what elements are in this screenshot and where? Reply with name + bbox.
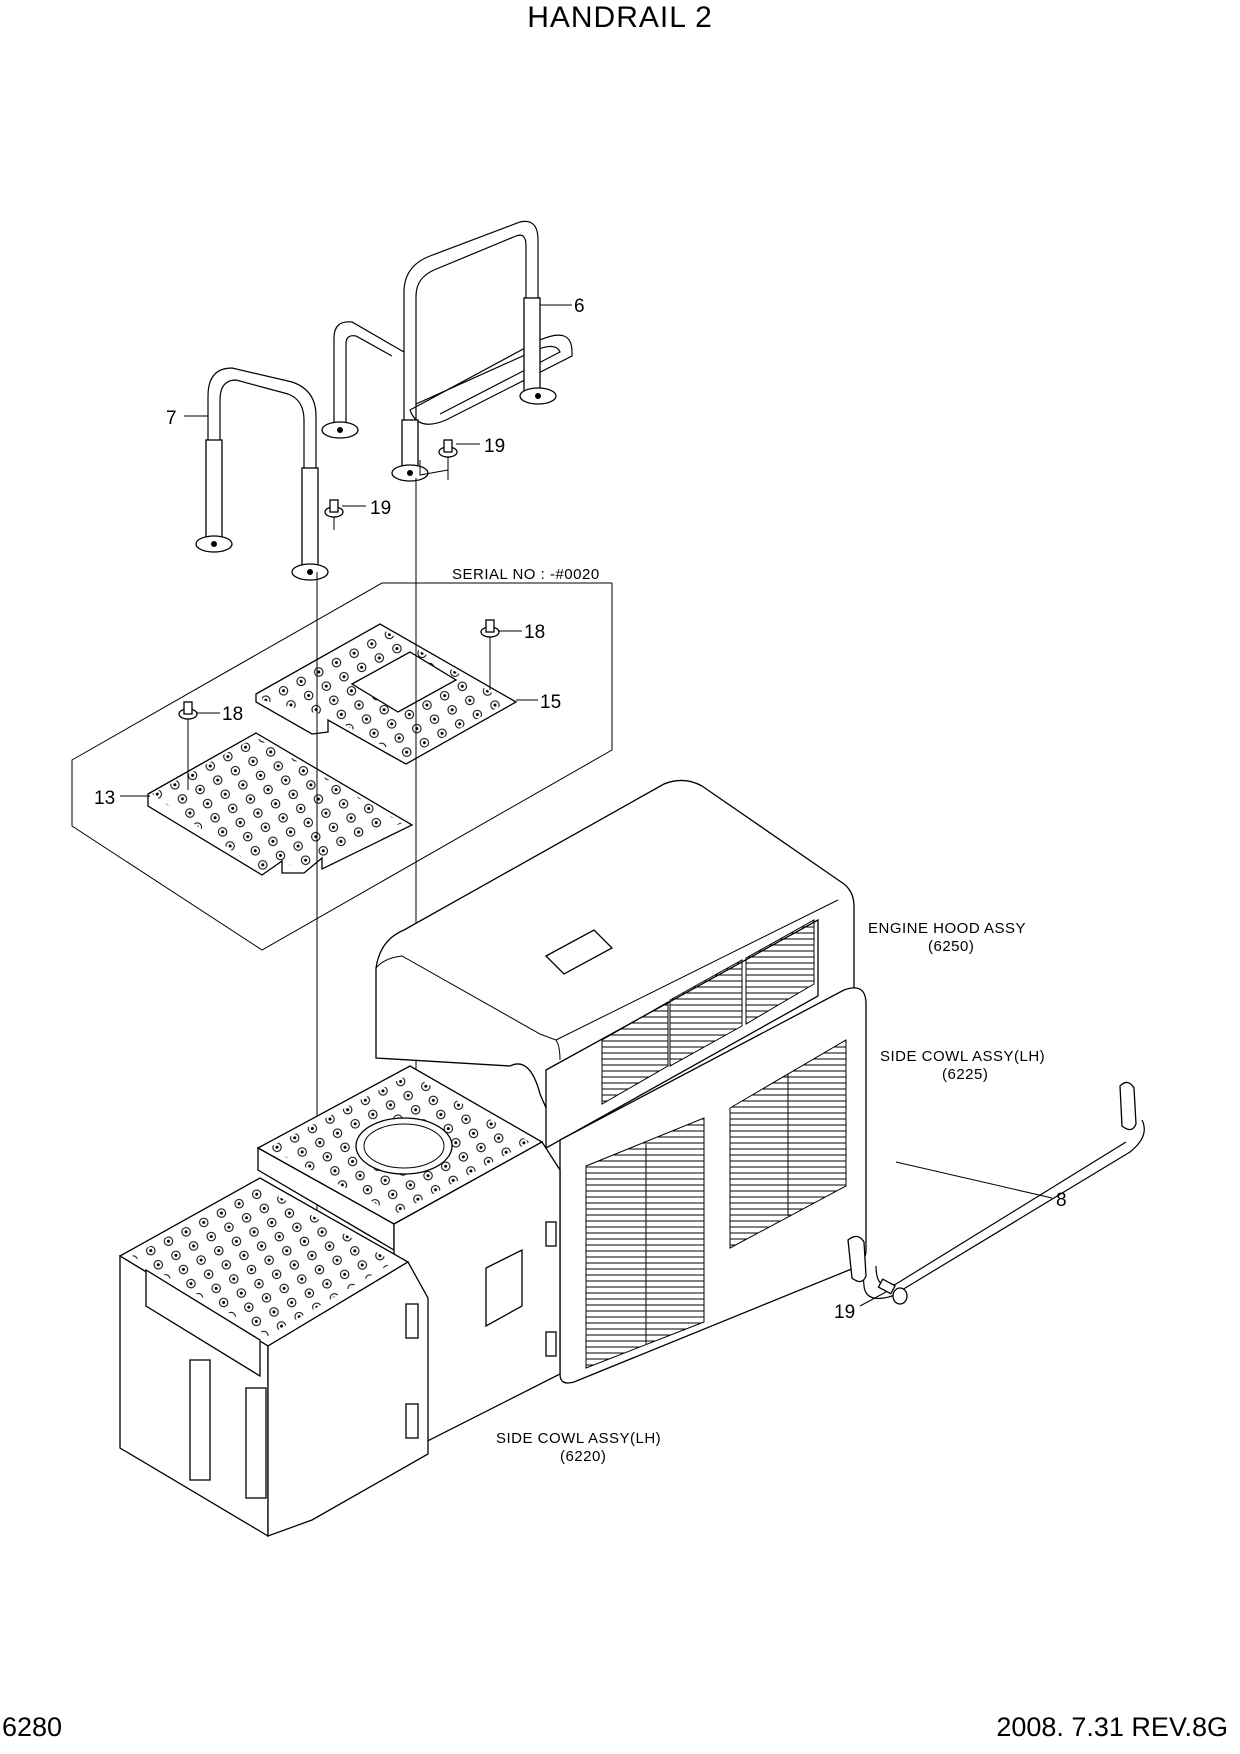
side-cowl-6220-ref: (6220) [560,1448,606,1465]
callout-19b: 19 [370,498,391,519]
leader-19c [859,1291,887,1307]
bolt-18-b [178,701,198,790]
handrail-8 [847,1081,1145,1299]
bolt-18-a [480,619,500,690]
handrail-6 [321,220,573,482]
serial-number-note: SERIAL NO : -#0020 [452,566,600,583]
callout-19a: 19 [484,436,505,457]
callout-7: 7 [166,408,177,429]
engine-hood-ref: (6250) [928,938,974,955]
engine-hood-label: ENGINE HOOD ASSY [868,920,1026,937]
callout-18b: 18 [222,704,243,725]
page-code: 6280 [2,1712,63,1742]
side-cowl-6220-label: SIDE COWL ASSY(LH) [496,1430,661,1447]
revision-date: 2008. 7.31 REV.8G [996,1712,1228,1742]
leader-8 [895,1161,1053,1199]
callout-19c: 19 [834,1302,855,1323]
callout-6: 6 [574,296,585,317]
center-frame [256,1065,561,1460]
bolt-19-c [877,1278,908,1305]
side-cowl-6225-label: SIDE COWL ASSY(LH) [880,1048,1045,1065]
step-plate-15 [255,623,518,765]
serial-group-frame [71,582,613,951]
callout-15: 15 [540,692,561,713]
step-plate-13 [147,732,414,876]
callout-13: 13 [94,788,115,809]
side-cowl-assy-6220 [118,1177,429,1538]
handrail-7 [195,367,329,581]
side-cowl-6225-ref: (6225) [942,1066,988,1083]
callout-18a: 18 [524,622,545,643]
page-title: HANDRAIL 2 [527,1,713,34]
bolt-19-a [419,439,458,480]
callout-8: 8 [1056,1190,1067,1211]
bolt-19-b [324,499,344,530]
side-cowl-assy-6225 [559,987,867,1384]
